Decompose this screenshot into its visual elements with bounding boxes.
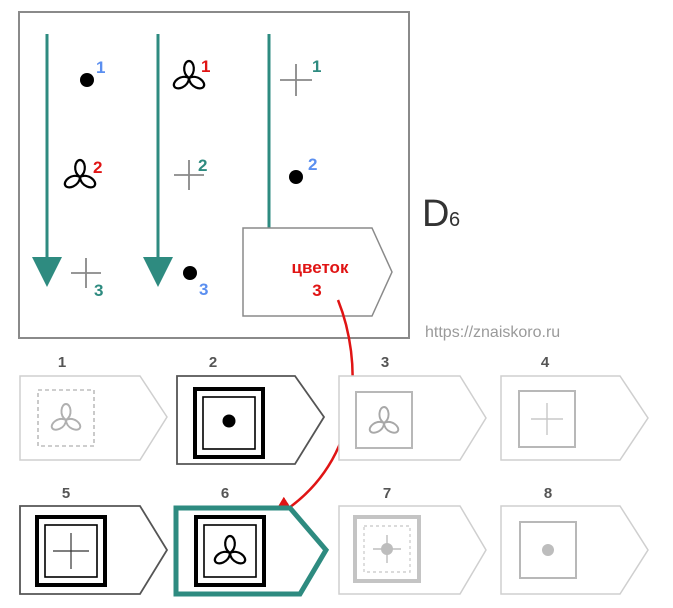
cell-number: 3 (199, 280, 208, 299)
option-5[interactable] (19, 505, 169, 595)
option-4[interactable] (500, 375, 649, 461)
answer-highlight (173, 505, 330, 597)
cell-number: 1 (312, 57, 321, 76)
dot-icon (289, 170, 303, 184)
missing-cell-shape (242, 227, 393, 317)
option-label: 4 (541, 354, 550, 371)
option-3[interactable] (338, 375, 487, 461)
missing-cell-word: цветок (292, 258, 349, 277)
dot-icon (542, 544, 554, 556)
cell-number: 2 (308, 155, 317, 174)
option-label: 3 (381, 354, 389, 371)
plus-icon (531, 403, 563, 435)
option-7[interactable] (338, 505, 487, 595)
option-1[interactable] (19, 375, 168, 461)
option-label: 2 (209, 354, 217, 371)
trefoil-icon (61, 158, 99, 191)
option-label: 7 (383, 485, 391, 502)
plus-icon (53, 533, 89, 569)
plus-icon (174, 160, 204, 190)
cell-number: 1 (201, 57, 210, 76)
dot-cross-icon (373, 535, 401, 563)
cell-number: 3 (94, 281, 103, 300)
option-8[interactable] (500, 505, 649, 595)
cell-number: 2 (93, 158, 102, 177)
option-2[interactable] (176, 375, 326, 465)
cell-number: 2 (198, 156, 207, 175)
puzzle-id-sub: 6 (449, 209, 460, 231)
puzzle-id: D (422, 193, 449, 235)
missing-cell-number: 3 (312, 281, 321, 300)
dot-icon (80, 73, 94, 87)
plus-icon (280, 64, 312, 96)
option-6[interactable] (173, 505, 330, 597)
option-label: 5 (62, 485, 70, 502)
option-label: 6 (221, 485, 229, 502)
cell-number: 1 (96, 58, 105, 77)
dot-icon (222, 414, 236, 428)
matrix-frame (18, 11, 410, 339)
option-label: 1 (58, 354, 66, 371)
option-label: 8 (544, 485, 552, 502)
dot-icon (183, 266, 197, 280)
source-url: https://znaiskoro.ru (425, 324, 560, 341)
plus-icon (71, 258, 101, 288)
